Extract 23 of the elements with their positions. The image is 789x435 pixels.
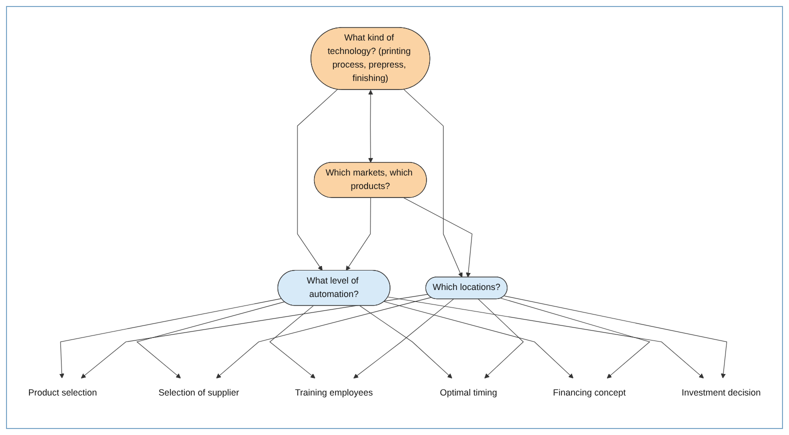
node-text: Optimal timing [440,388,498,398]
arrow [297,88,338,270]
node-text: Product selection [28,388,97,398]
node-text: Investment decision [682,388,761,398]
arrow [478,298,524,378]
arrow [404,197,472,278]
arrow [80,294,428,378]
arrow [136,301,285,378]
arrow [216,296,432,378]
arrow [346,197,371,270]
arrow [269,305,316,378]
arrow [360,305,452,378]
arrow [59,298,282,378]
arrow [388,296,704,378]
node-text: Training employees [295,388,373,398]
node-text: Financing concept [553,388,626,398]
arrow [500,297,650,378]
arrow [384,300,574,378]
arrow [353,298,454,378]
node-text: Selection of supplier [158,388,240,398]
arrow [404,88,463,278]
arrow [504,295,728,378]
arrow [368,89,374,162]
